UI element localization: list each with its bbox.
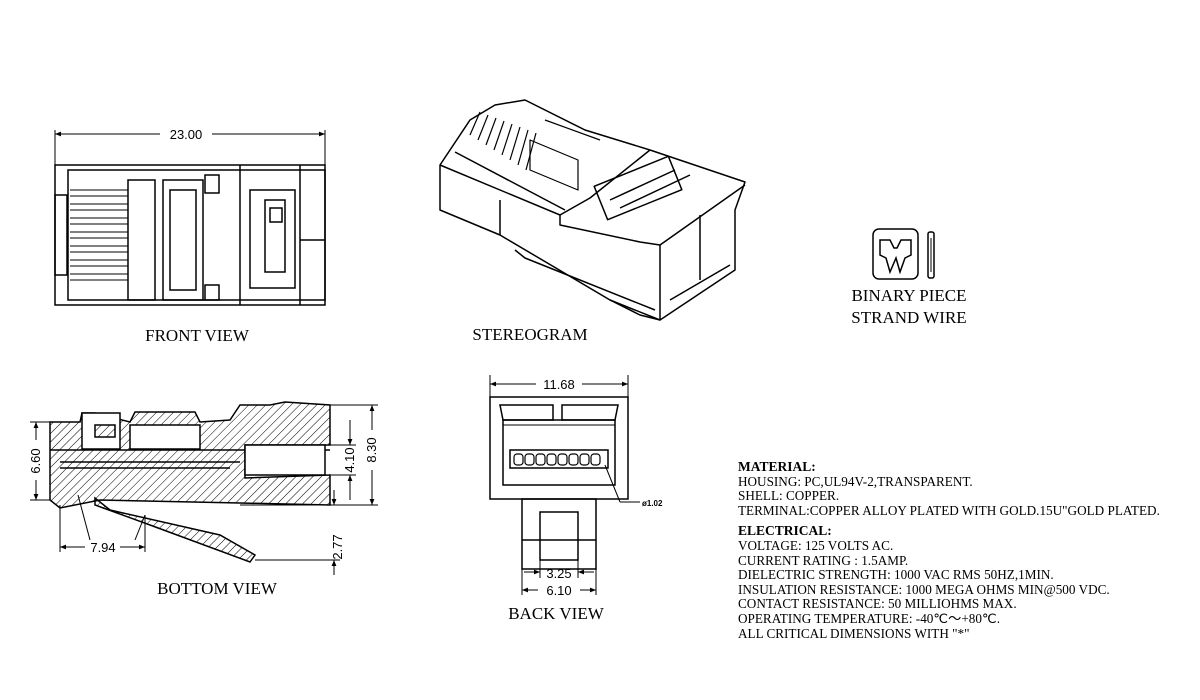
back-pin-label: ø1.02 — [642, 499, 663, 508]
bottom-latch-label: 2.77 — [330, 534, 345, 559]
front-view: 23.00 — [54, 127, 326, 306]
bottom-inner-label: 4.10 — [342, 447, 357, 472]
material-shell: SHELL: COPPER. — [738, 488, 840, 504]
back-inner-label: 3.25 — [546, 566, 571, 581]
back-dimensions — [489, 375, 640, 595]
electrical-current: CURRENT RATING : 1.5AMP. — [738, 552, 909, 568]
back-view — [489, 396, 629, 570]
electrical-temperature: OPERATING TEMPERATURE: -40℃～+80℃. — [738, 610, 1001, 626]
front-width-dimension — [54, 130, 326, 165]
electrical-title: ELECTRICAL: — [738, 523, 832, 539]
specifications-block: MATERIAL: HOUSING: PC,UL94V-2,TRANSPAREN… — [738, 459, 1198, 641]
front-width-label: 23.00 — [170, 127, 203, 142]
material-housing: HOUSING: PC,UL94V-2,TRANSPARENT. — [738, 473, 973, 489]
stereogram-title: STEREOGRAM — [472, 325, 587, 344]
bottom-dimensions — [30, 404, 378, 575]
bottom-view — [49, 401, 331, 563]
electrical-contact: CONTACT RESISTANCE: 50 MILLIOHMS MAX. — [738, 596, 1017, 612]
critical-dimensions-note: ALL CRITICAL DIMENSIONS WITH "*" — [738, 625, 970, 641]
binary-piece-label: BINARY PIECE — [851, 286, 966, 305]
strand-wire-label: STRAND WIRE — [851, 308, 966, 327]
stereogram-view — [439, 99, 746, 321]
binary-piece-icon — [872, 228, 935, 280]
back-outer-label: 6.10 — [546, 583, 571, 598]
bottom-height-label: 6.60 — [28, 448, 43, 473]
material-title: MATERIAL: — [738, 459, 816, 474]
back-width-label: 11.68 — [543, 377, 575, 392]
material-terminal: TERMINAL:COPPER ALLOY PLATED WITH GOLD.1… — [738, 502, 1160, 518]
back-view-title: BACK VIEW — [508, 604, 604, 623]
bottom-outer-label: 8.30 — [364, 437, 379, 462]
front-view-title: FRONT VIEW — [145, 326, 250, 345]
bottom-view-title: BOTTOM VIEW — [157, 579, 278, 598]
electrical-voltage: VOLTAGE: 125 VOLTS AC. — [738, 537, 894, 553]
bottom-length-label: 7.94 — [90, 540, 115, 555]
electrical-insulation: INSULATION RESISTANCE: 1000 MEGA OHMS MI… — [738, 581, 1110, 597]
electrical-dielectric: DIELECTRIC STRENGTH: 1000 VAC RMS 50HZ,1… — [738, 567, 1054, 583]
